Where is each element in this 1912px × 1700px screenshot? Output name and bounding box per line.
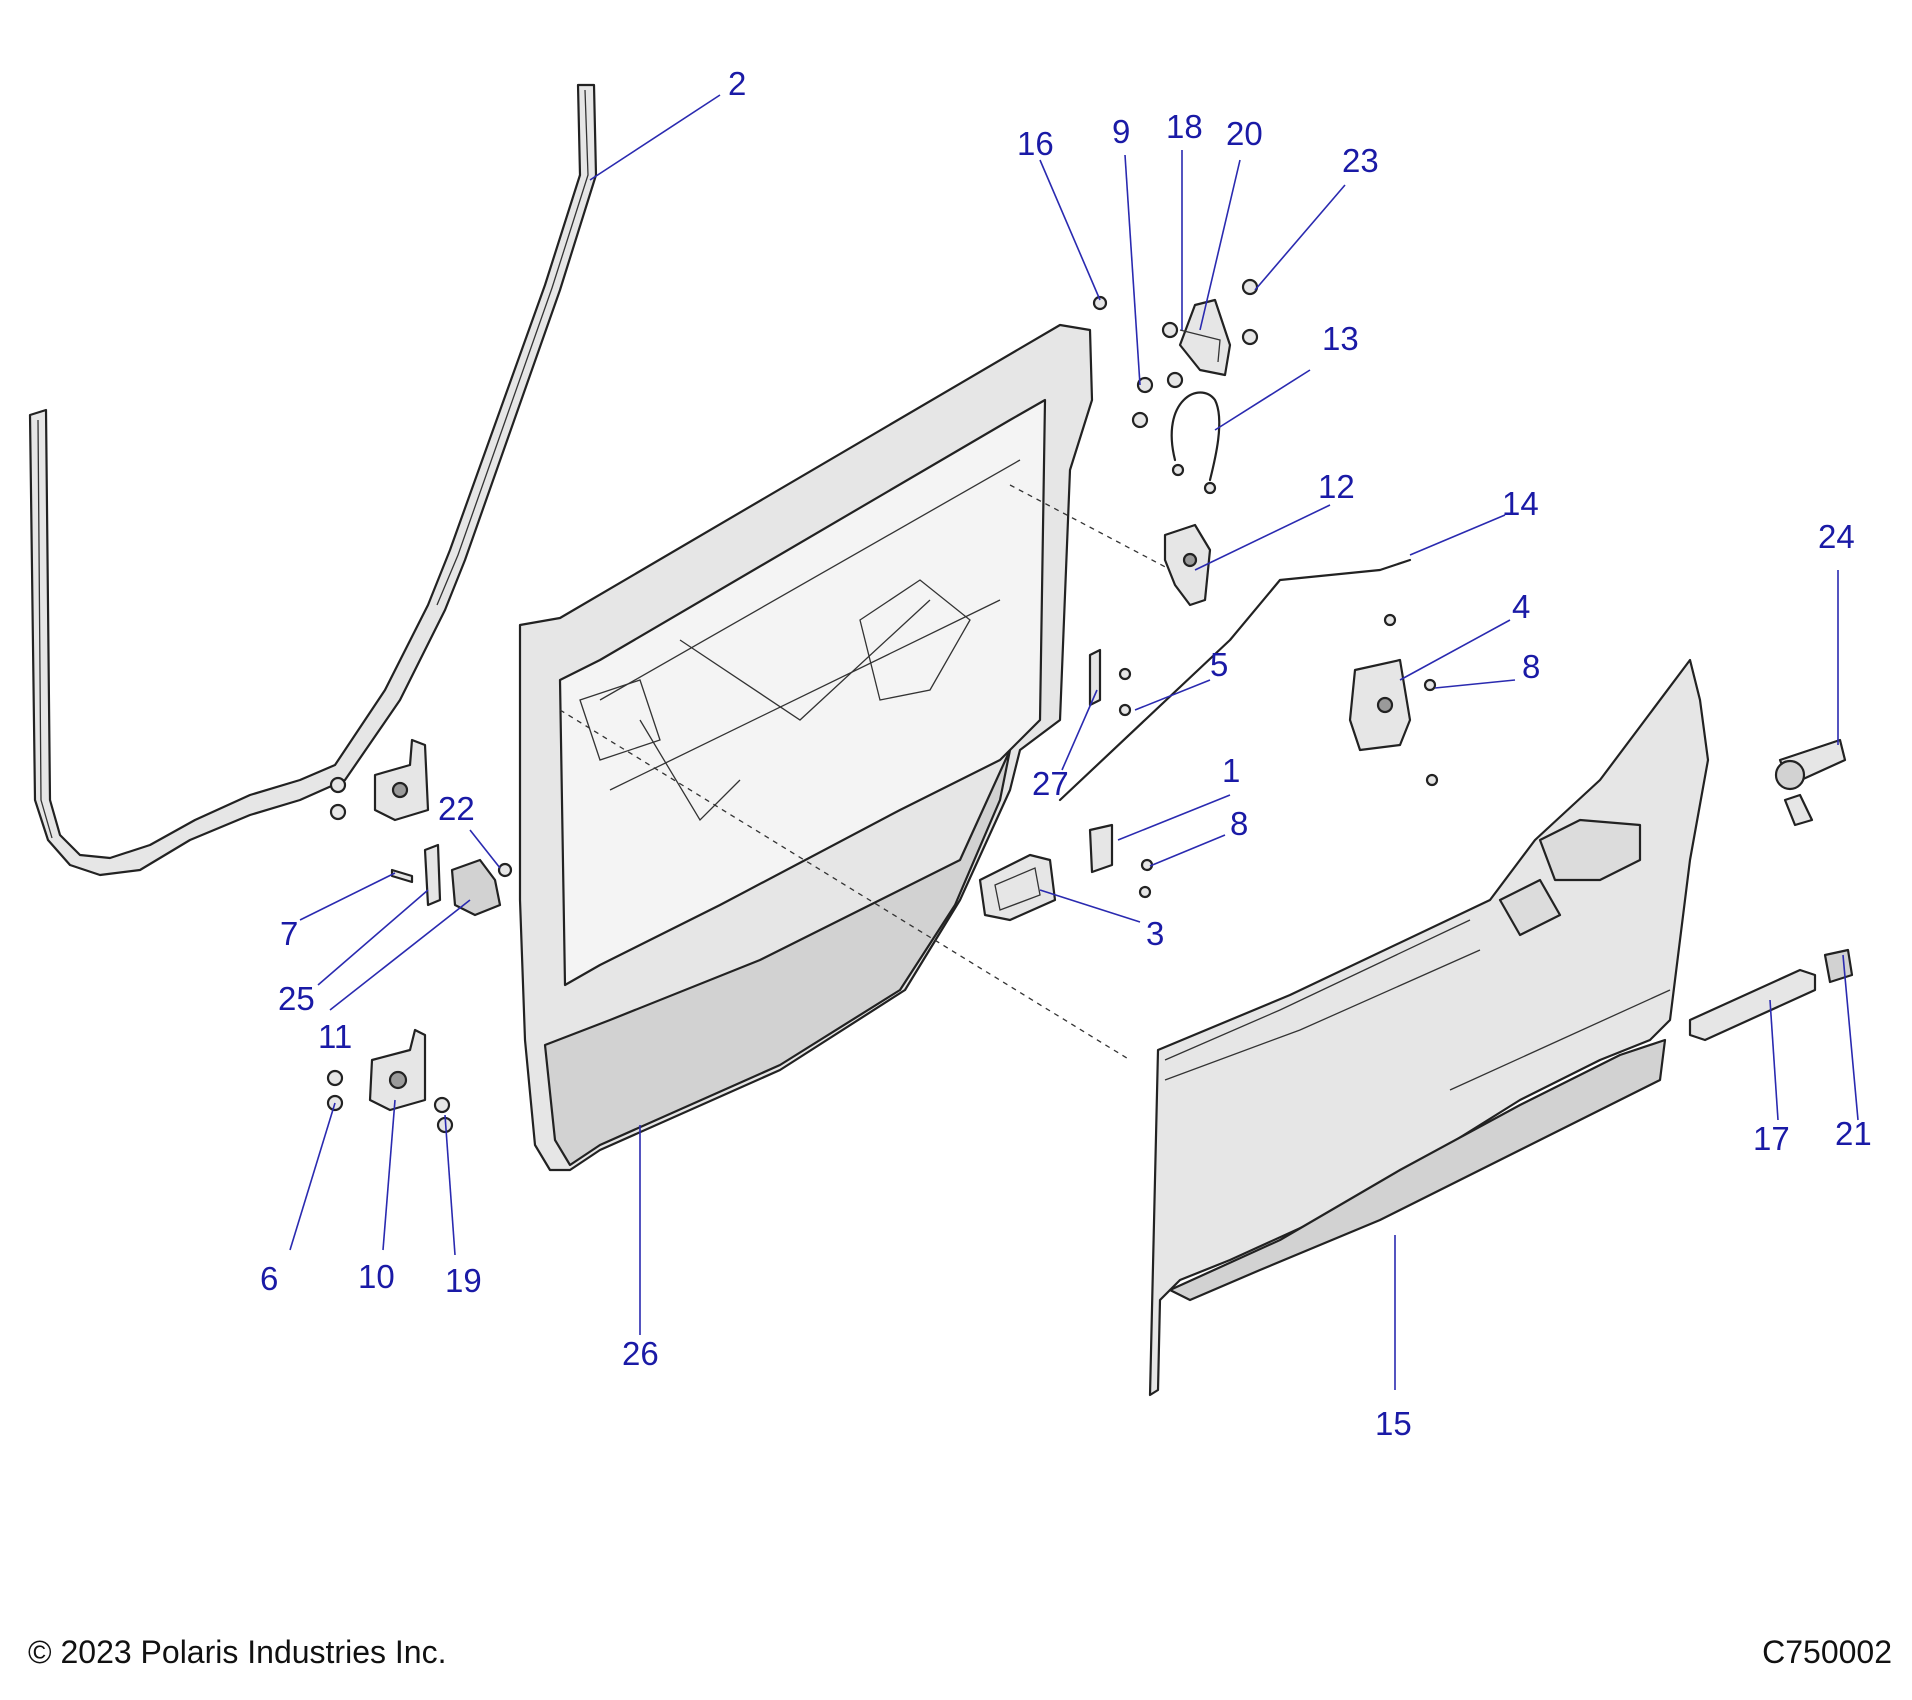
screw-part-5 [1118,667,1132,717]
bolt-part-7 [390,868,414,884]
lower-hinge-part-10 [368,1028,427,1112]
alignment-lines [559,484,1191,1061]
hinge-bolts-part-19 [433,1096,454,1134]
callout-11: 11 [318,1018,352,1055]
callout-23: 23 [1342,142,1379,179]
door-seal-part-2 [28,83,598,877]
callout-25: 25 [278,980,315,1017]
callout-17: 17 [1753,1120,1790,1157]
release-rod-part-14 [1058,558,1412,802]
callout-5: 5 [1210,646,1228,683]
callout-3: 3 [1146,915,1164,952]
callout-6: 6 [260,1260,278,1297]
callout-22: 22 [438,790,475,827]
callout-15: 15 [1375,1405,1412,1442]
callout-13: 13 [1322,320,1359,357]
bolt-part-9 [1131,376,1154,429]
striker-bracket-part-20 [1178,298,1232,377]
strap-part-25 [423,843,442,907]
callout-16: 16 [1017,125,1054,162]
latch-part-12 [1163,523,1212,607]
bracket-part-1 [1088,823,1114,874]
callout-26: 26 [622,1335,659,1372]
lock-cylinder-part-24 [1774,738,1847,827]
callout-1: 1 [1222,752,1240,789]
upper-hinge [329,738,430,822]
figure-code: C750002 [1762,1634,1892,1670]
callout-21: 21 [1835,1115,1872,1152]
callout-7: 7 [280,915,298,952]
callout-8-lower: 8 [1230,805,1248,842]
callout-12: 12 [1318,468,1355,505]
outer-handle-part-17 [1688,968,1817,1042]
callout-18: 18 [1166,108,1203,145]
screw-part-8-lower [1138,858,1154,899]
check-bumper-part-11 [450,858,502,917]
cable-part-13 [1170,391,1221,495]
callout-19: 19 [445,1262,482,1299]
screw-part-8-upper [1423,678,1439,787]
fastener-part-22 [497,862,513,878]
callout-4: 4 [1512,588,1530,625]
outer-door-panel-part-15 [1148,658,1710,1397]
callout-10: 10 [358,1258,395,1295]
inside-handle-part-3 [978,853,1057,922]
callout-27: 27 [1032,765,1069,802]
handle-cap-part-21 [1823,948,1854,984]
bolt-part-18 [1161,321,1184,389]
callout-2: 2 [728,65,746,102]
latch-assembly-part-4 [1348,658,1412,752]
copyright-notice: © 2023 Polaris Industries Inc. [28,1634,447,1670]
callout-14: 14 [1502,485,1539,522]
callout-24: 24 [1818,518,1855,555]
screw-part-16 [1092,295,1108,311]
callout-20: 20 [1226,115,1263,152]
leader-lines [289,94,1859,1390]
inner-door-frame-part-26 [518,323,1094,1172]
callout-9: 9 [1112,113,1130,150]
callout-8-upper: 8 [1522,648,1540,685]
callout-labels: 2 1 3 4 5 6 7 8 8 9 10 11 12 13 14 15 16… [260,65,1872,1442]
clip-part-27 [1088,648,1102,707]
